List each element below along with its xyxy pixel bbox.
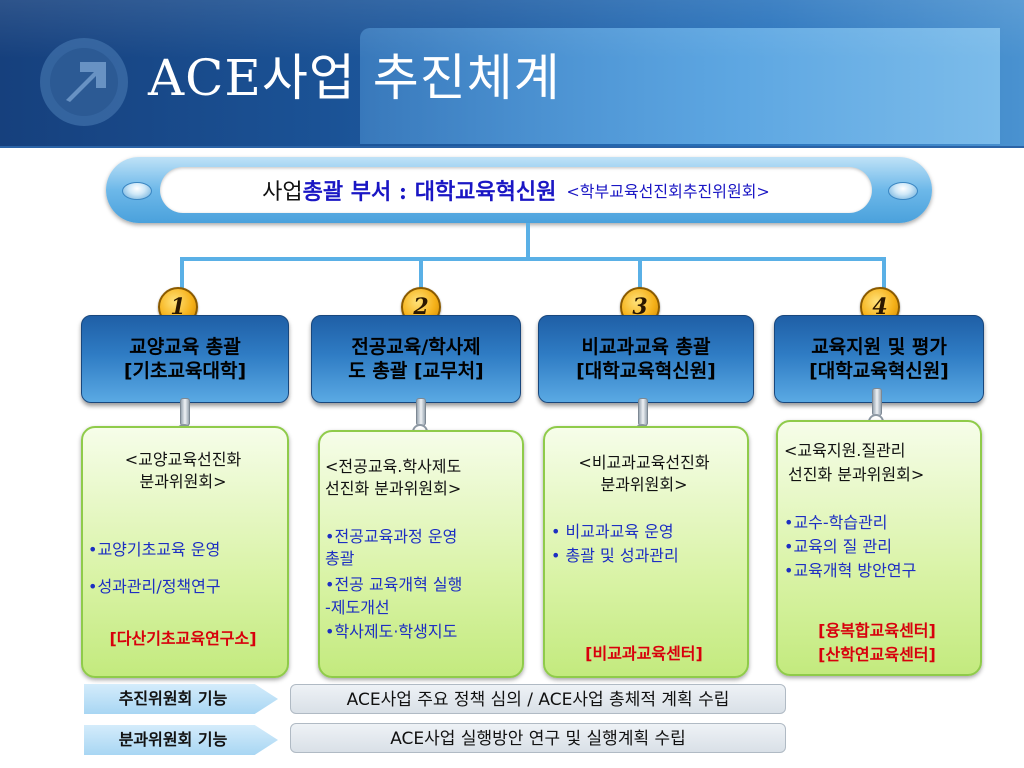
top-committee: <학부교육선진회추진위원회> bbox=[566, 182, 770, 201]
committee-box-3 bbox=[543, 426, 749, 678]
committee-4-item-3: •교육개혁 방안연구 bbox=[784, 561, 917, 580]
connector-trunk bbox=[526, 223, 530, 259]
committee-2-item-1: •전공교육과정 운영 bbox=[325, 527, 458, 546]
dept-box-4-line1: 교육지원 및 평가 bbox=[811, 336, 947, 358]
connector-drop-1 bbox=[180, 257, 184, 289]
connector-drop-4 bbox=[882, 257, 886, 289]
committee-1-center: [다산기초교육연구소] bbox=[109, 629, 257, 648]
capsule-knob-right bbox=[888, 182, 918, 200]
committee-2-item-5: •학사제도·학생지도 bbox=[325, 622, 458, 641]
pin-3 bbox=[638, 398, 648, 426]
header-banner: ACE사업 추진체계 bbox=[0, 0, 1024, 146]
committee-box-2 bbox=[318, 430, 524, 678]
committee-2-line2: 선진화 분과위원회> bbox=[325, 479, 462, 498]
committee-3-line1: <비교과교육선진화 bbox=[578, 453, 710, 472]
page-title: ACE사업 추진체계 bbox=[148, 49, 561, 107]
committee-4-line1: <교육지원.질관리 bbox=[784, 441, 906, 460]
committee-2-item-3: •전공 교육개혁 실행 bbox=[325, 575, 463, 594]
top-main: 총괄 부서 : 대학교육혁신원 bbox=[302, 179, 557, 205]
committee-4-center-2: [산학연교육센터] bbox=[818, 645, 936, 664]
committee-2-line1: <전공교육.학사제도 bbox=[325, 457, 462, 476]
committee-3-item-2: • 총괄 및 성과관리 bbox=[551, 546, 679, 565]
committee-2-item-2: 총괄 bbox=[325, 549, 355, 568]
connector-drop-2 bbox=[419, 257, 423, 289]
committee-1-item-1: •교양기초교육 운영 bbox=[88, 540, 221, 559]
pin-4 bbox=[872, 388, 882, 416]
dept-box-2-line2: 도 총괄 [교무처] bbox=[348, 360, 484, 382]
function-text-subcommittee: ACE사업 실행방안 연구 및 실행계획 수립 bbox=[290, 723, 786, 753]
committee-box-1 bbox=[81, 426, 289, 678]
committee-3-center: [비교과교육센터] bbox=[585, 644, 703, 663]
pin-1 bbox=[180, 398, 190, 426]
committee-2-item-4: -제도개선 bbox=[325, 598, 390, 617]
dept-box-4-line2: [대학교육혁신원] bbox=[809, 360, 949, 382]
capsule-knob-left bbox=[122, 182, 152, 200]
dept-box-2: 전공교육/학사제 도 총괄 [교무처] bbox=[311, 315, 521, 403]
top-prefix: 사업 bbox=[262, 180, 303, 205]
top-department-box: 사업 총괄 부서 : 대학교육혁신원 <학부교육선진회추진위원회> bbox=[160, 167, 872, 213]
dept-box-4: 교육지원 및 평가 [대학교육혁신원] bbox=[774, 315, 984, 403]
dept-box-3-line2: [대학교육혁신원] bbox=[576, 360, 716, 382]
dept-box-1-line1: 교양교육 총괄 bbox=[129, 336, 241, 358]
committee-4-center-1: [융복합교육센터] bbox=[818, 621, 936, 640]
header-glow bbox=[0, 0, 1024, 146]
committee-4-line2: 선진화 분과위원회> bbox=[788, 465, 925, 484]
committee-3-line2: 분과위원회> bbox=[600, 475, 688, 494]
dept-box-2-line1: 전공교육/학사제 bbox=[351, 336, 481, 358]
arrow-circle-icon bbox=[40, 38, 128, 126]
function-label-promotion: 추진위원회 기능 bbox=[84, 684, 278, 714]
dept-box-1: 교양교육 총괄 [기초교육대학] bbox=[81, 315, 289, 403]
dept-box-1-line2: [기초교육대학] bbox=[123, 360, 247, 382]
connector-bar bbox=[180, 257, 886, 261]
dept-box-3: 비교과교육 총괄 [대학교육혁신원] bbox=[538, 315, 754, 403]
function-text-promotion: ACE사업 주요 정책 심의 / ACE사업 총체적 계획 수립 bbox=[290, 684, 786, 714]
committee-box-4 bbox=[776, 420, 982, 676]
header-divider bbox=[0, 146, 1024, 148]
pin-2 bbox=[416, 398, 426, 426]
connector-drop-3 bbox=[638, 257, 642, 289]
committee-4-item-1: •교수-학습관리 bbox=[784, 513, 888, 532]
dept-box-3-line1: 비교과교육 총괄 bbox=[581, 336, 711, 358]
function-label-subcommittee: 분과위원회 기능 bbox=[84, 725, 278, 755]
committee-1-line2: 분과위원회> bbox=[139, 472, 227, 491]
header-panel bbox=[360, 28, 1000, 144]
committee-4-item-2: •교육의 질 관리 bbox=[784, 537, 892, 556]
committee-1-line1: <교양교육선진화 bbox=[124, 450, 242, 469]
committee-3-item-1: • 비교과교육 운영 bbox=[551, 522, 674, 541]
committee-1-item-2: •성과관리/정책연구 bbox=[88, 577, 221, 596]
